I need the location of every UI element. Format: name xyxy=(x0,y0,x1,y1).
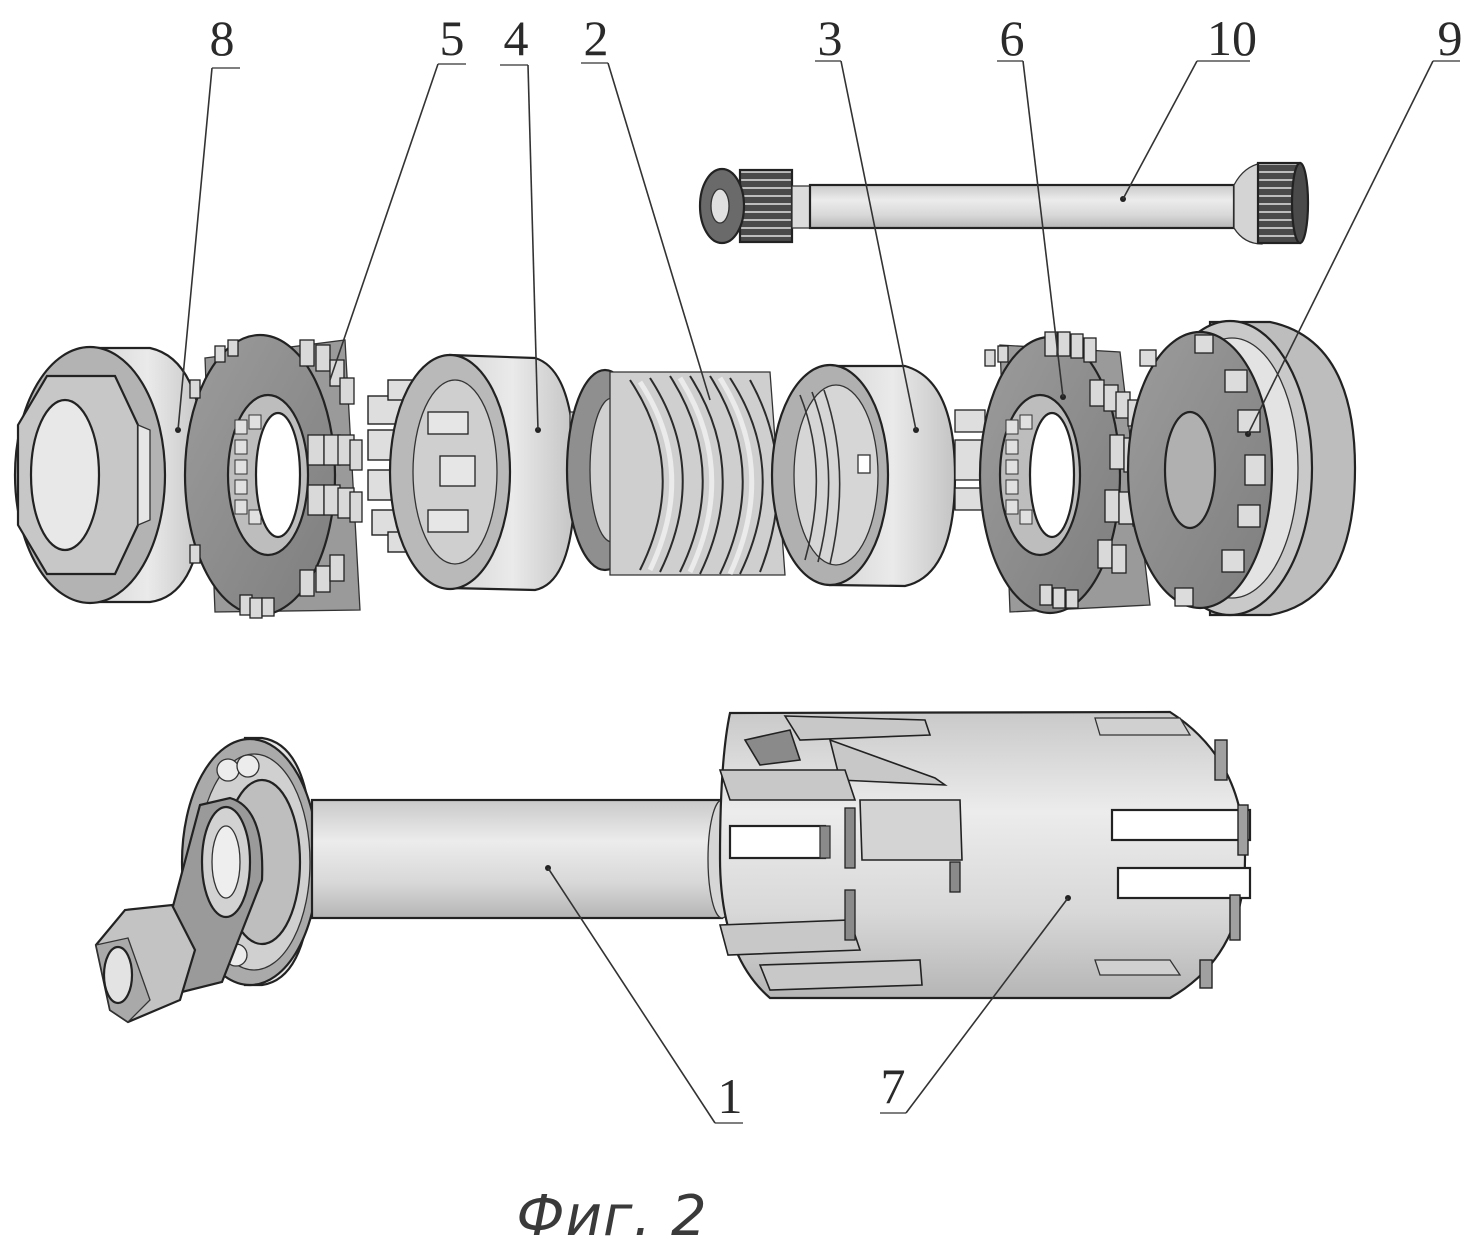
callout-label-2: 2 xyxy=(584,10,609,66)
callout-6: 6 xyxy=(997,10,1064,398)
callout-label-8: 8 xyxy=(210,10,235,66)
part-1-main-shaft xyxy=(94,736,737,1024)
callout-label-9: 9 xyxy=(1438,10,1463,66)
part-5-toothed-disc xyxy=(183,333,363,619)
callout-1: 1 xyxy=(547,867,743,1124)
callout-3: 3 xyxy=(815,10,917,431)
part-7-slotted-sleeve xyxy=(718,710,1252,1000)
callout-4: 4 xyxy=(500,10,539,431)
callout-label-7: 7 xyxy=(881,1058,906,1114)
callout-label-6: 6 xyxy=(1000,10,1025,66)
part-8-end-cap xyxy=(13,345,207,605)
part-3-clutch-hub xyxy=(770,363,986,588)
part-6-toothed-disc xyxy=(978,331,1151,615)
part-2-spring xyxy=(565,368,786,576)
callout-2: 2 xyxy=(581,10,711,401)
callout-7: 7 xyxy=(880,897,1069,1114)
figure-caption: Фиг. 2 xyxy=(516,1184,707,1248)
callout-label-4: 4 xyxy=(504,10,529,66)
callout-label-10: 10 xyxy=(1207,10,1257,66)
part-10-splined-shaft xyxy=(698,161,1310,245)
callout-label-3: 3 xyxy=(818,10,843,66)
callout-label-1: 1 xyxy=(718,1068,743,1124)
callout-8: 8 xyxy=(177,10,240,431)
callout-10: 10 xyxy=(1122,10,1257,200)
callout-label-5: 5 xyxy=(440,10,465,66)
part-4-clutch-hub xyxy=(367,353,577,592)
callout-5: 5 xyxy=(329,10,466,381)
callout-9: 9 xyxy=(1247,10,1463,435)
part-9-bearing-housing xyxy=(1126,319,1357,617)
